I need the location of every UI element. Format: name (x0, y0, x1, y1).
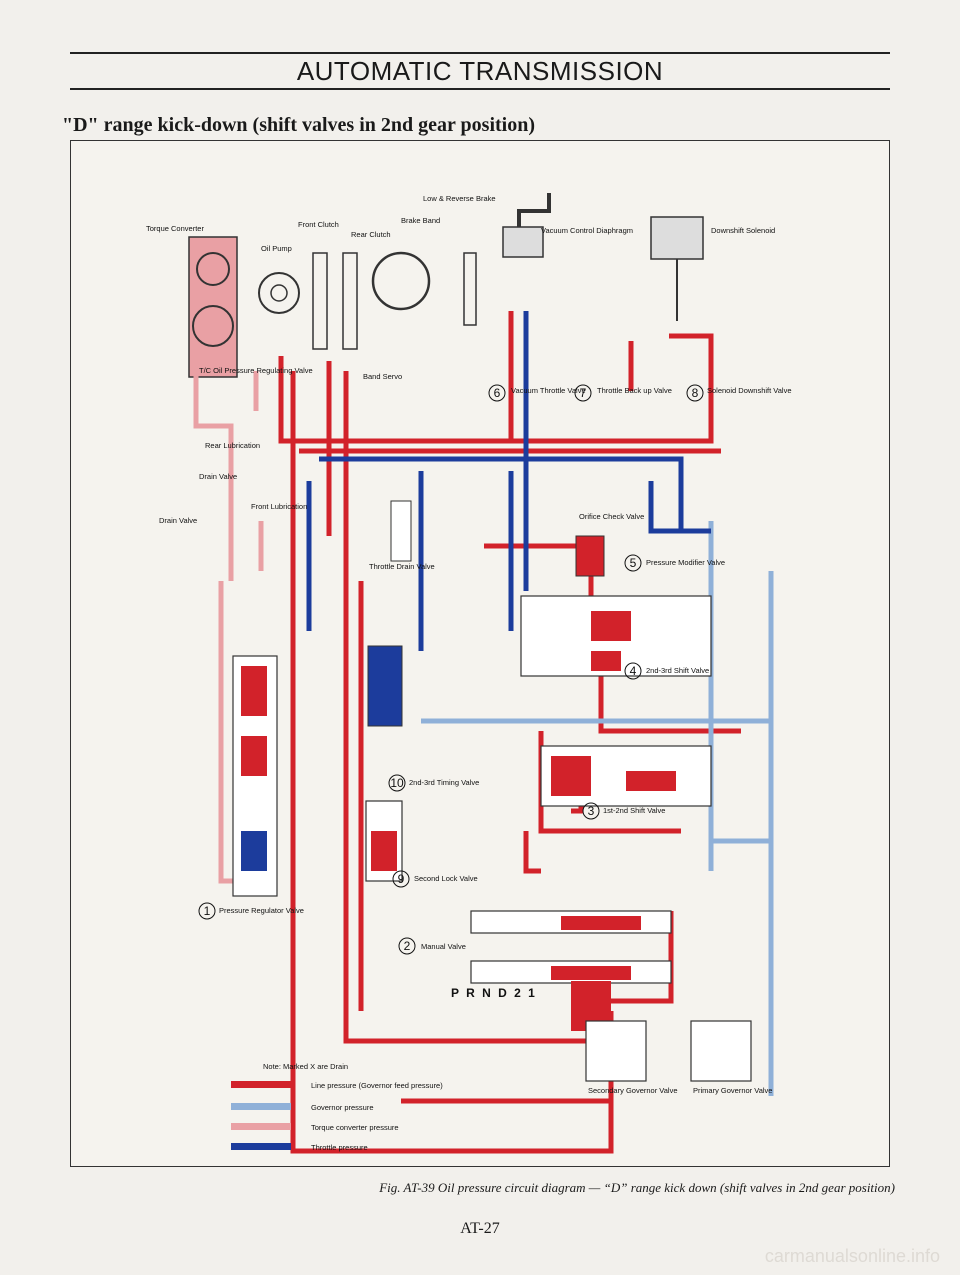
svg-text:Governor pressure: Governor pressure (311, 1103, 374, 1112)
label-1st-2nd-shift-valve: 1st-2nd Shift Valve (603, 806, 665, 815)
clutch-packs (312, 252, 477, 350)
legend-item: Torque converter pressure (231, 1123, 399, 1132)
figure-caption: Fig. AT-39 Oil pressure circuit diagram … (379, 1180, 895, 1195)
svg-text:1: 1 (204, 904, 211, 918)
svg-text:2: 2 (404, 939, 411, 953)
line-pressure-circuits (278, 311, 741, 1154)
valve-bodies (232, 500, 752, 1082)
section-subtitle: "D" range kick-down (shift valves in 2nd… (62, 114, 535, 136)
label-pressure-modifier-valve: Pressure Modifier Valve (646, 558, 725, 567)
torque-converter (188, 236, 238, 378)
brake-band (371, 251, 431, 311)
label-2nd-3rd-timing-valve: 2nd-3rd Timing Valve (409, 778, 479, 787)
label-low-reverse-brake: Low & Reverse Brake (423, 194, 496, 203)
label-drain-valve-a: Drain Valve (199, 472, 237, 481)
label-vacuum-control: Vacuum Control Diaphragm (541, 226, 633, 235)
vacuum-diaphragm (502, 193, 551, 258)
label-throttle-backup-valve: Throttle Back up Valve (597, 386, 672, 395)
svg-text:6: 6 (494, 386, 501, 400)
label-secondary-governor: Secondary Governor Valve (588, 1086, 678, 1095)
svg-text:Throttle pressure: Throttle pressure (311, 1143, 368, 1152)
label-orifice-check-valve: Orifice Check Valve (579, 512, 644, 521)
downshift-solenoid (650, 216, 704, 321)
label-primary-governor: Primary Governor Valve (693, 1086, 772, 1095)
callout-9: 9 Second Lock Valve (392, 870, 478, 888)
callout-10: 10 2nd-3rd Timing Valve (388, 774, 479, 792)
legend-note: Note: Marked X are Drain (263, 1062, 348, 1071)
label-band-servo: Band Servo (363, 372, 402, 381)
callout-4: 4 2nd-3rd Shift Valve (624, 662, 709, 680)
label-vacuum-throttle-valve: Vacuum Throttle Valve (511, 386, 586, 395)
label-downshift-solenoid: Downshift Solenoid (711, 226, 775, 235)
diagram-frame: Torque Converter Front Clutch Rear Clutc… (70, 140, 890, 1167)
label-pressure-regulator-valve: Pressure Regulator Valve (219, 906, 304, 915)
callout-6: 6 Vacuum Throttle Valve (488, 384, 586, 402)
callout-7: 7 Throttle Back up Valve (574, 384, 672, 402)
header-rule-top (70, 52, 890, 54)
page-header: AUTOMATIC TRANSMISSION (296, 56, 664, 86)
svg-text:10: 10 (390, 776, 404, 790)
label-manual-valve: Manual Valve (421, 942, 466, 951)
component-labels: Torque Converter Front Clutch Rear Clutc… (146, 194, 775, 571)
legend: Note: Marked X are Drain Line pressure (… (231, 1062, 443, 1152)
label-front-lubrication: Front Lubrication (251, 502, 307, 511)
legend-item: Line pressure (Governor feed pressure) (231, 1081, 443, 1090)
label-front-clutch: Front Clutch (298, 220, 339, 229)
page-number: AT-27 (460, 1220, 500, 1237)
label-rear-lubrication: Rear Lubrication (205, 441, 260, 450)
svg-text:7: 7 (580, 386, 587, 400)
svg-text:4: 4 (630, 664, 637, 678)
label-2nd-3rd-shift-valve: 2nd-3rd Shift Valve (646, 666, 709, 675)
label-throttle-drain-valve: Throttle Drain Valve (369, 562, 435, 571)
legend-item: Governor pressure (231, 1103, 374, 1112)
watermark: carmanualsonline.info (764, 1246, 940, 1266)
label-oil-pump: Oil Pump (261, 244, 292, 253)
label-torque-converter: Torque Converter (146, 224, 204, 233)
oil-pump (258, 272, 300, 314)
svg-text:Torque converter pressure: Torque converter pressure (311, 1123, 399, 1132)
header-rule-bottom (70, 88, 890, 90)
callout-2: 2 Manual Valve (398, 937, 466, 955)
label-brake-band: Brake Band (401, 216, 440, 225)
svg-text:3: 3 (588, 804, 595, 818)
oil-circuit-diagram: Torque Converter Front Clutch Rear Clutc… (146, 193, 792, 1154)
label-solenoid-downshift-valve: Solenoid Downshift Valve (707, 386, 792, 395)
label-drain-valve-b: Drain Valve (159, 516, 197, 525)
throttle-pressure-circuits (306, 311, 711, 651)
svg-text:9: 9 (398, 872, 405, 886)
callout-5: 5 Pressure Modifier Valve (624, 554, 725, 572)
label-tc-valve: T/C Oil Pressure Regulating Valve (199, 366, 313, 375)
label-second-lock-valve: Second Lock Valve (414, 874, 478, 883)
svg-text:5: 5 (630, 556, 637, 570)
svg-text:8: 8 (692, 386, 699, 400)
callout-3: 3 1st-2nd Shift Valve (582, 802, 665, 820)
svg-text:Line pressure (Governor feed p: Line pressure (Governor feed pressure) (311, 1081, 443, 1090)
label-prnd21: P R N D 2 1 (451, 986, 537, 1000)
valve-callouts: 6 Vacuum Throttle Valve 7 Throttle Back … (198, 384, 792, 1095)
label-rear-clutch: Rear Clutch (351, 230, 391, 239)
legend-item: Throttle pressure (231, 1143, 368, 1152)
callout-8: 8 Solenoid Downshift Valve (686, 384, 792, 402)
callout-1: 1 Pressure Regulator Valve (198, 902, 304, 920)
